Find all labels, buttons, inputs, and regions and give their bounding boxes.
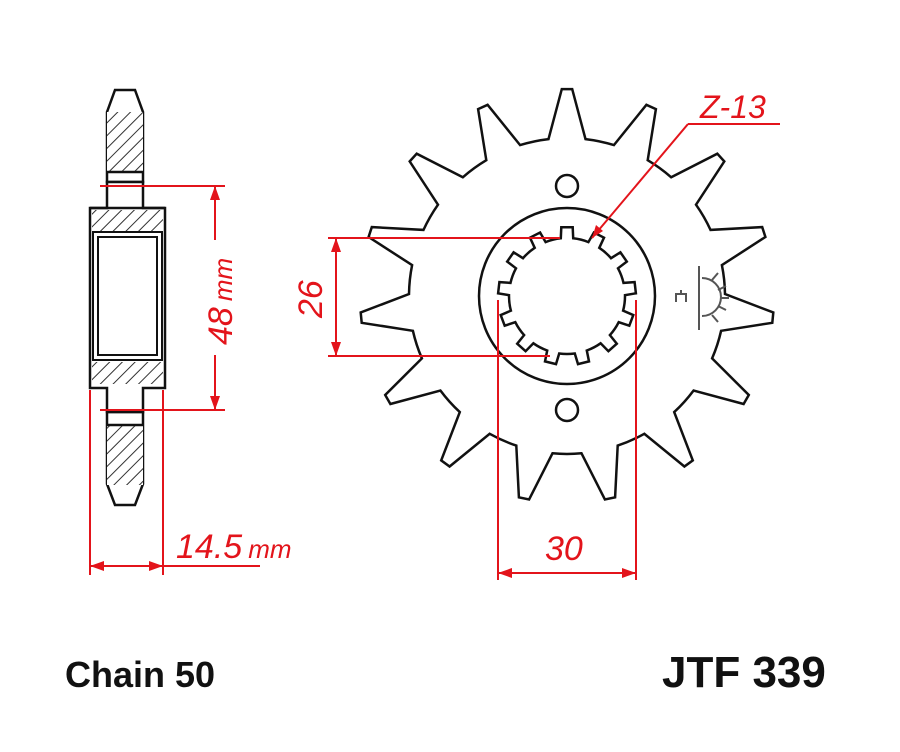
hub-diameter-label: 48mm <box>202 258 240 345</box>
chain-label: Chain 50 <box>65 654 216 695</box>
mount-hole-bottom <box>554 397 580 423</box>
front-view <box>359 87 775 501</box>
inner-diameter-label: 26 <box>292 280 330 319</box>
front-dimensions <box>328 123 780 580</box>
sprocket-logo-icon <box>675 266 729 330</box>
spline-bore <box>496 225 638 366</box>
mount-hole-top <box>554 173 580 199</box>
part-number: JTF 339 <box>662 648 826 697</box>
outer-spline-label: 30 <box>545 530 583 568</box>
spline-count-label: Z-13 <box>699 89 766 125</box>
side-dimensions <box>89 185 260 575</box>
side-view <box>88 88 167 507</box>
